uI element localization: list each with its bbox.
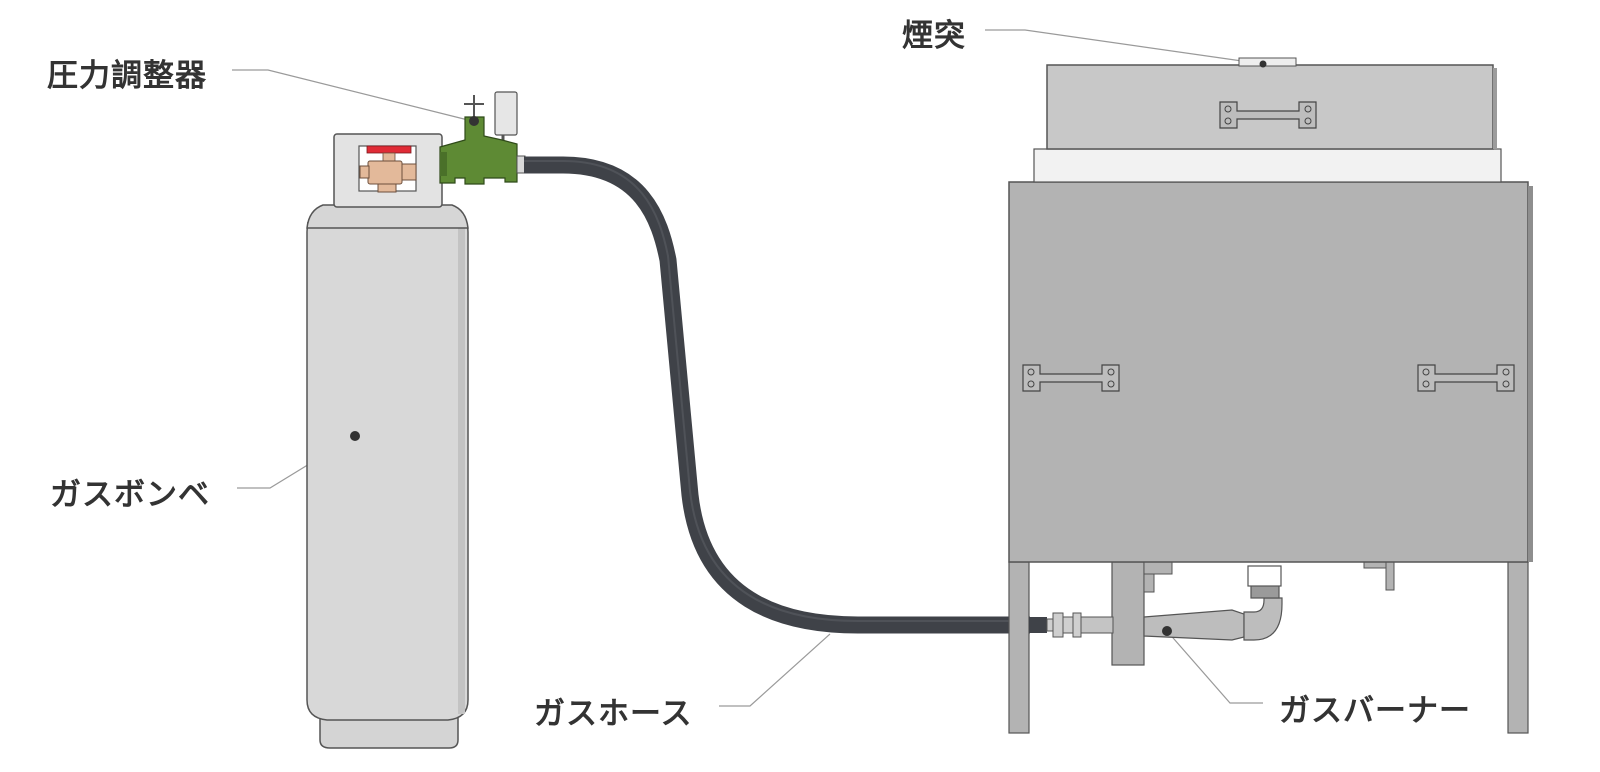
side-handle-left xyxy=(1022,364,1120,392)
cylinder-marker-dot xyxy=(350,431,360,441)
cylinder-valve xyxy=(359,145,417,193)
label-burner: ガスバーナー xyxy=(1279,693,1471,729)
stove-rim xyxy=(1033,148,1502,183)
stove-leg-left xyxy=(1008,561,1030,734)
burner-tube xyxy=(1143,609,1245,641)
label-regulator: 圧力調整器 xyxy=(47,58,207,94)
burner-marker-dot xyxy=(1162,626,1172,636)
leader-line-chimney xyxy=(985,29,1264,65)
burner-elbow xyxy=(1243,597,1283,641)
chimney-marker-dot xyxy=(1259,60,1267,68)
leader-line-regulator xyxy=(232,69,473,122)
label-chimney: 煙突 xyxy=(902,18,966,54)
leader-line-hose xyxy=(719,633,831,707)
burner-mount xyxy=(1111,561,1145,666)
gas-burner xyxy=(1029,565,1283,641)
regulator-marker-dot xyxy=(469,116,479,126)
stove-body xyxy=(1008,181,1529,563)
lid-handle xyxy=(1219,101,1317,129)
cylinder-shade xyxy=(458,226,465,714)
regulator-gauge-box xyxy=(494,91,518,136)
gas-hose xyxy=(524,156,1030,634)
side-handle-right xyxy=(1417,364,1515,392)
chimney xyxy=(1238,57,1297,67)
stove-leg-right xyxy=(1507,561,1529,734)
label-cylinder: ガスボンベ xyxy=(50,477,210,513)
leader-lines xyxy=(232,29,1264,707)
gas-cylinder xyxy=(306,133,469,749)
stove xyxy=(1008,57,1533,734)
leader-line-burner xyxy=(1166,630,1263,704)
burner-inlet-nut xyxy=(1052,612,1064,638)
pressure-regulator xyxy=(439,91,526,185)
stove-lid xyxy=(1046,64,1494,150)
label-hose: ガスホース xyxy=(534,696,693,732)
regulator-body xyxy=(439,116,518,185)
cylinder-body xyxy=(306,222,469,721)
cylinder-shoulder xyxy=(306,204,469,229)
